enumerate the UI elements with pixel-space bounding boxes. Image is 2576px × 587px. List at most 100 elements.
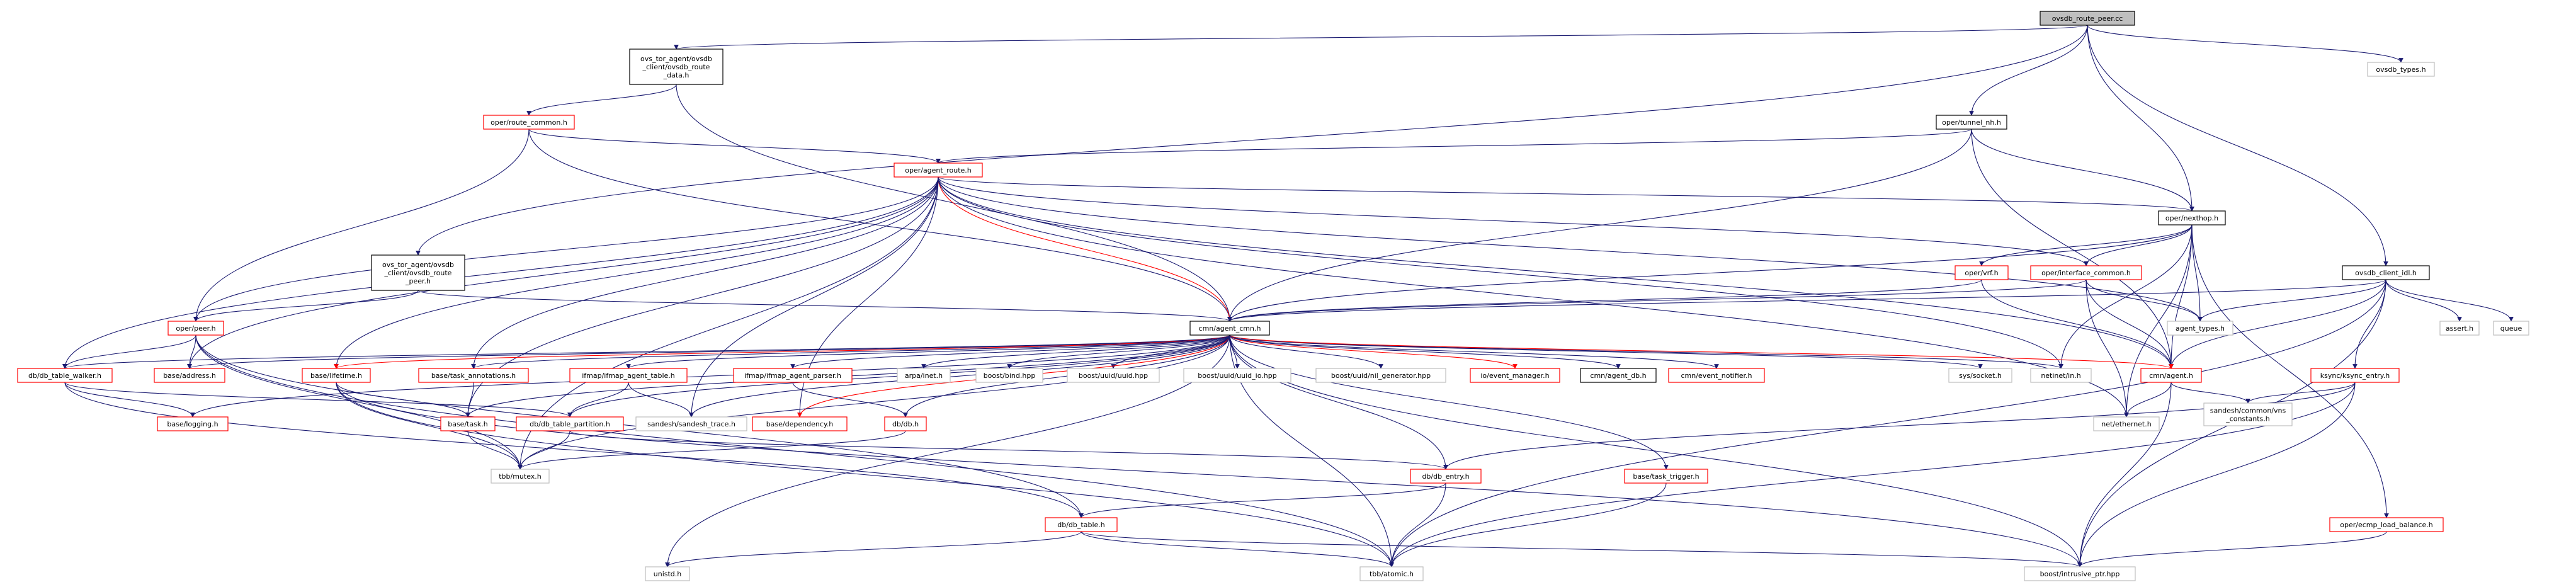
node-cmn[interactable]: cmn/agent_cmn.h [1189,321,1270,336]
node-box-netinet [2030,368,2092,383]
node-sandesh_trace[interactable]: sandesh/sandesh_trace.h [635,416,747,431]
edge-route_common-to-peer [193,128,530,322]
node-db_table[interactable]: db/db_table.h [1045,517,1118,532]
node-dependency[interactable]: base/dependency.h [752,416,848,431]
node-label-bind-line-0: boost/bind.hpp [984,372,1036,380]
node-vrf[interactable]: oper/vrf.h [1955,265,2009,280]
node-label-task-line-0: base/task.h [448,420,488,428]
node-tunnel_nh[interactable]: oper/tunnel_nh.h [1936,115,2007,130]
node-box-table_partition [516,416,624,431]
edge-client_idl-to-agent_h [2169,279,2386,369]
edge-nexthop-to-cmn [1227,224,2193,322]
node-table_partition[interactable]: db/db_table_partition.h [516,416,624,431]
node-box-db_entry [1410,469,1482,484]
node-box-task_ann [418,368,529,383]
node-ecmp[interactable]: oper/ecmp_load_balance.h [2329,517,2444,532]
edge-db_table-to-atomic [1081,531,1394,567]
node-box-client_idl [2342,265,2430,280]
node-label-route_peer_h-line-1: _client/ovsdb_route [384,269,452,277]
node-box-dependency [752,416,848,431]
edge-lifetime-to-task [336,382,470,418]
node-box-ecmp [2329,517,2444,532]
edge-table_walker-to-db_table [64,382,1084,518]
node-label-interface_common-line-0: oper/interface_common.h [2041,269,2131,277]
edge-agent_route-to-address [187,176,939,369]
edge-cmn-to-sandesh_trace [689,334,1230,418]
node-label-socket-line-0: sys/socket.h [1959,372,2002,380]
node-nil_gen[interactable]: boost/uuid/nil_generator.hpp [1315,368,1446,383]
node-root[interactable]: ovsdb_route_peer.cc [2040,11,2135,26]
node-label-uuid-line-0: boost/uuid/uuid.hpp [1079,372,1148,380]
node-event_mgr[interactable]: io/event_manager.h [1470,368,1560,383]
node-logging[interactable]: base/logging.h [157,416,229,431]
node-ifmap_parser[interactable]: ifmap/ifmap_agent_parser.h [733,368,853,383]
node-uuid_io[interactable]: boost/uuid/uuid_io.hpp [1183,368,1291,383]
node-agent_h[interactable]: cmn/agent.h [2140,368,2202,383]
node-db_h[interactable]: db/db.h [884,416,927,431]
node-task_trigger[interactable]: base/task_trigger.h [1624,469,1708,484]
edge-cmn-to-mutex [518,334,1230,470]
edge-lifetime-to-atomic [336,382,1394,567]
node-atomic[interactable]: tbb/atomic.h [1359,566,1424,581]
node-event_notifier[interactable]: cmn/event_notifier.h [1668,368,1765,383]
edge-lifetime-to-mutex [336,382,523,470]
edge-interface_common-to-ethernet [2085,279,2129,418]
node-label-task_ann-line-0: base/task_annotations.h [431,372,516,380]
edge-nexthop-to-agent_h [2169,224,2193,369]
node-client_idl[interactable]: ovsdb_client_idl.h [2342,265,2430,280]
node-address[interactable]: base/address.h [154,368,225,383]
edge-client_idl-to-ksync [2352,279,2386,369]
node-unistd[interactable]: unistd.h [645,566,690,581]
node-box-table_walker [17,368,113,383]
node-uuid[interactable]: boost/uuid/uuid.hpp [1067,368,1160,383]
edge-ecmp-to-intrusive [2077,531,2387,567]
node-interface_common[interactable]: oper/interface_common.h [2030,265,2142,280]
edge-client_idl-to-agent_types [2198,279,2386,322]
node-box-address [154,368,225,383]
node-agent_types[interactable]: agent_types.h [2167,321,2233,336]
node-ifmap_table[interactable]: ifmap/ifmap_agent_table.h [569,368,688,383]
node-label-address-line-0: base/address.h [163,372,216,380]
node-route_common[interactable]: oper/route_common.h [483,115,575,130]
edge-tunnel_nh-to-nexthop [1971,128,2194,212]
node-db_entry[interactable]: db/db_entry.h [1410,469,1482,484]
node-mutex[interactable]: tbb/mutex.h [491,469,550,484]
node-assert[interactable]: assert.h [2439,321,2480,336]
node-agent_route[interactable]: oper/agent_route.h [894,162,983,178]
node-socket[interactable]: sys/socket.h [1948,368,2012,383]
node-ovsdb_types[interactable]: ovsdb_types.h [2367,62,2435,77]
node-task_ann[interactable]: base/task_annotations.h [418,368,529,383]
edge-root-to-route_data [674,25,2088,50]
edge-cmn-to-event_mgr [1229,334,1518,369]
edge-agent_route-to-task_ann [471,176,939,369]
node-label-assert-line-0: assert.h [2446,324,2473,333]
edge-agent_route-to-task [465,176,939,418]
node-lifetime[interactable]: base/lifetime.h [302,368,371,383]
node-ethernet[interactable]: net/ethernet.h [2093,416,2160,431]
node-intrusive[interactable]: boost/intrusive_ptr.hpp [2024,566,2136,581]
edge-vrf-to-agent_h [1981,279,2174,369]
edge-nexthop-to-ecmp [2191,224,2389,518]
node-box-nexthop [2158,210,2226,225]
node-table_walker[interactable]: db/db_table_walker.h [17,368,113,383]
node-label-table_walker-line-0: db/db_table_walker.h [28,372,101,380]
node-nexthop[interactable]: oper/nexthop.h [2158,210,2226,225]
node-label-vns_constants-line-0: sandesh/common/vns [2210,407,2286,415]
node-route_data[interactable]: ovs_tor_agent/ovsdb_client/ovsdb_route_d… [629,48,723,85]
node-queue[interactable]: queue [2493,321,2529,336]
node-arpa[interactable]: arpa/inet.h [897,368,951,383]
edge-task_ann-to-task [465,382,474,418]
node-ksync[interactable]: ksync/ksync_entry.h [2310,368,2400,383]
node-box-agent_h [2140,368,2202,383]
node-peer[interactable]: oper/peer.h [167,321,224,336]
node-vns_constants[interactable]: sandesh/common/vns_constants.h [2203,402,2293,426]
node-route_peer_h[interactable]: ovs_tor_agent/ovsdb_client/ovsdb_route_p… [371,254,465,291]
node-agent_db[interactable]: cmn/agent_db.h [1580,368,1657,383]
node-label-nil_gen-line-0: boost/uuid/nil_generator.hpp [1331,372,1431,380]
edge-cmn-to-task_ann [471,334,1230,369]
node-box-atomic [1359,566,1424,581]
node-task[interactable]: base/task.h [440,416,496,431]
node-netinet[interactable]: netinet/in.h [2030,368,2092,383]
node-bind[interactable]: boost/bind.hpp [975,368,1043,383]
